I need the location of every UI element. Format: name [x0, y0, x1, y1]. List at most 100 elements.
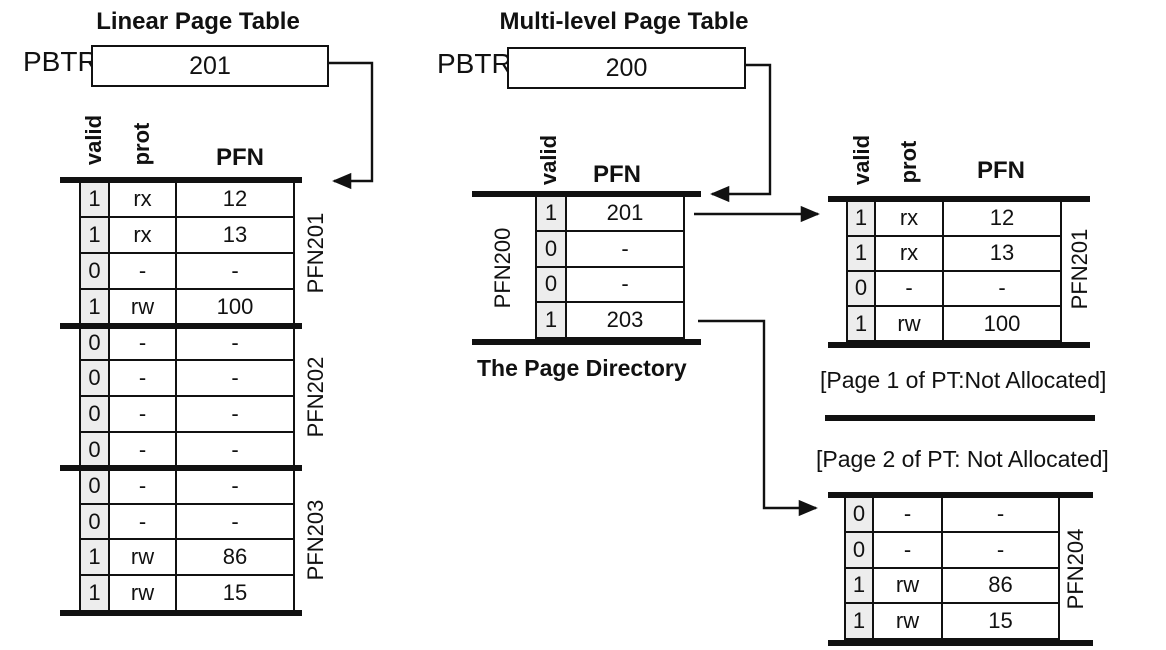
- pt0-valid-header: valid: [849, 134, 874, 186]
- pte-valid: 0: [81, 361, 110, 398]
- pte-pfn: -: [177, 504, 295, 541]
- directory-frame-line-top: [472, 191, 701, 197]
- pte-prot: rw: [110, 540, 177, 577]
- linear-page-table-title: Linear Page Table: [96, 8, 300, 35]
- pde-pfn: 201: [567, 196, 685, 233]
- note-page1-not-allocated: [Page 1 of PT:Not Allocated]: [820, 367, 1107, 393]
- pte-prot: -: [110, 254, 177, 290]
- pte-prot: -: [110, 504, 177, 541]
- pte-prot: rx: [110, 218, 177, 255]
- pde-pfn: 203: [567, 303, 685, 339]
- pte-pfn: -: [177, 325, 295, 362]
- pt0-prot-header: prot: [896, 140, 921, 184]
- pt0-frame-label-pfn201: PFN201: [1067, 228, 1092, 310]
- pte-pfn: -: [177, 468, 295, 505]
- pte-valid: 1: [81, 182, 110, 219]
- pte-prot: rx: [876, 236, 944, 272]
- pte-valid: 1: [81, 289, 110, 326]
- pte-prot: -: [110, 397, 177, 434]
- pde-pfn: -: [567, 267, 685, 304]
- pte-prot: -: [874, 497, 943, 534]
- pt0-frame-line-top: [828, 196, 1090, 202]
- pte-pfn: 13: [944, 236, 1062, 272]
- pde-valid: 1: [537, 196, 567, 233]
- pte-pfn: 15: [943, 604, 1060, 640]
- pte-pfn: -: [943, 533, 1060, 569]
- pte-valid: 1: [848, 236, 876, 272]
- pte-prot: rw: [874, 568, 943, 605]
- pt3-frame-line-bottom: [828, 640, 1093, 646]
- pte-valid: 0: [81, 325, 110, 362]
- page-directory-table: 1 201 0 - 0 - 1 203: [535, 196, 685, 339]
- linear-valid-header: valid: [81, 114, 106, 166]
- pte-valid: 0: [81, 504, 110, 541]
- pte-prot: -: [110, 468, 177, 505]
- linear-frame-line-top: [60, 177, 302, 183]
- linear-pbtr-to-table-arrow: [327, 61, 374, 190]
- pte-prot: -: [110, 325, 177, 362]
- pte-pfn: 100: [944, 307, 1062, 343]
- note-page2-not-allocated: [Page 2 of PT: Not Allocated]: [816, 446, 1109, 472]
- linear-prot-header: prot: [129, 122, 154, 166]
- pte-prot: -: [876, 271, 944, 308]
- pte-valid: 1: [846, 568, 874, 605]
- pte-pfn: 12: [177, 182, 295, 219]
- multilevel-pbtr-value: 200: [605, 53, 648, 82]
- pte-pfn: 12: [944, 201, 1062, 237]
- linear-frame-label-pfn202: PFN202: [303, 356, 328, 438]
- not-allocated-divider-line: [825, 415, 1095, 421]
- pte-pfn: -: [177, 397, 295, 434]
- multilevel-page-table-title: Multi-level Page Table: [499, 8, 749, 35]
- pte-valid: 1: [81, 540, 110, 577]
- pte-valid: 0: [846, 533, 874, 569]
- linear-pbtr-value: 201: [189, 51, 231, 80]
- multilevel-pbtr-register: 200: [507, 47, 746, 89]
- pte-prot: rw: [876, 307, 944, 343]
- directory-pfn-header: PFN: [593, 161, 641, 188]
- pte-valid: 0: [81, 254, 110, 290]
- pte-valid: 1: [848, 201, 876, 237]
- pte-valid: 1: [846, 604, 874, 640]
- pt3-frame-label-pfn204: PFN204: [1063, 528, 1088, 610]
- linear-frame-label-pfn201: PFN201: [303, 212, 328, 294]
- pde-valid: 0: [537, 267, 567, 304]
- page-directory-caption: The Page Directory: [477, 355, 687, 381]
- pte-valid: 0: [846, 497, 874, 534]
- pte-prot: -: [874, 533, 943, 569]
- pte-valid: 1: [848, 307, 876, 343]
- pte-pfn: 86: [177, 540, 295, 577]
- pte-pfn: -: [944, 271, 1062, 308]
- pte-prot: -: [110, 361, 177, 398]
- linear-frame-line-sep2: [60, 465, 302, 471]
- pte-pfn: -: [177, 254, 295, 290]
- pte-prot: rx: [876, 201, 944, 237]
- pte-prot: rw: [874, 604, 943, 640]
- directory-valid-header: valid: [536, 134, 561, 186]
- linear-pbtr-label: PBTR: [23, 46, 98, 77]
- pte-valid: 1: [81, 576, 110, 613]
- pte-valid: 1: [81, 218, 110, 255]
- linear-frame-line-sep1: [60, 323, 302, 329]
- directory-frame-line-bottom: [472, 339, 701, 345]
- pde-valid: 0: [537, 232, 567, 268]
- pt-page3-table: 0 - - 0 - - 1 rw 86 1 rw 15: [844, 497, 1060, 640]
- linear-frame-line-bottom: [60, 610, 302, 616]
- pt0-pfn-header: PFN: [977, 157, 1025, 184]
- pt0-frame-line-bottom: [828, 342, 1090, 348]
- linear-page-table: 1 rx 12 1 rx 13 0 - - 1 rw 100 0 - - 0 -…: [79, 182, 295, 613]
- pt-page0-table: 1 rx 12 1 rx 13 0 - - 1 rw 100: [846, 201, 1062, 343]
- pt3-frame-line-top: [828, 492, 1093, 498]
- pte-valid: 0: [81, 468, 110, 505]
- linear-pbtr-register: 201: [91, 45, 329, 87]
- linear-pfn-header: PFN: [216, 144, 264, 171]
- pte-prot: rx: [110, 182, 177, 219]
- pte-valid: 0: [848, 271, 876, 308]
- pte-pfn: -: [943, 497, 1060, 534]
- directory-203-to-pt-page3-arrow: [698, 319, 818, 517]
- pte-pfn: 86: [943, 568, 1060, 605]
- pte-pfn: -: [177, 361, 295, 398]
- multilevel-pbtr-to-directory-arrow: [710, 63, 772, 203]
- pde-valid: 1: [537, 303, 567, 339]
